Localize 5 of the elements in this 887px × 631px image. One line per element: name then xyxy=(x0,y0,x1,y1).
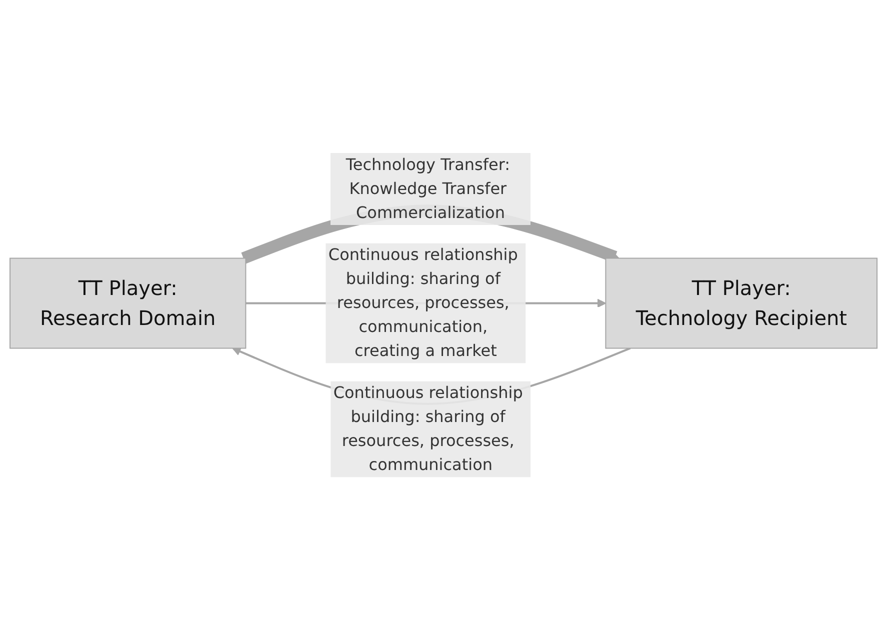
edge-label: Continuous relationship building: sharing of resources, processes, communication, creating a market xyxy=(328,246,518,361)
edge-label: Continuous relationship building: sharing of resources, processes, communication xyxy=(333,384,523,475)
node-box: TT Player: Research Domain xyxy=(10,258,246,350)
edge-label: Technology Transfer: Knowledge Transfer Commercialization xyxy=(346,155,510,222)
node-box: TT Player: Technology Recipient xyxy=(605,258,878,350)
